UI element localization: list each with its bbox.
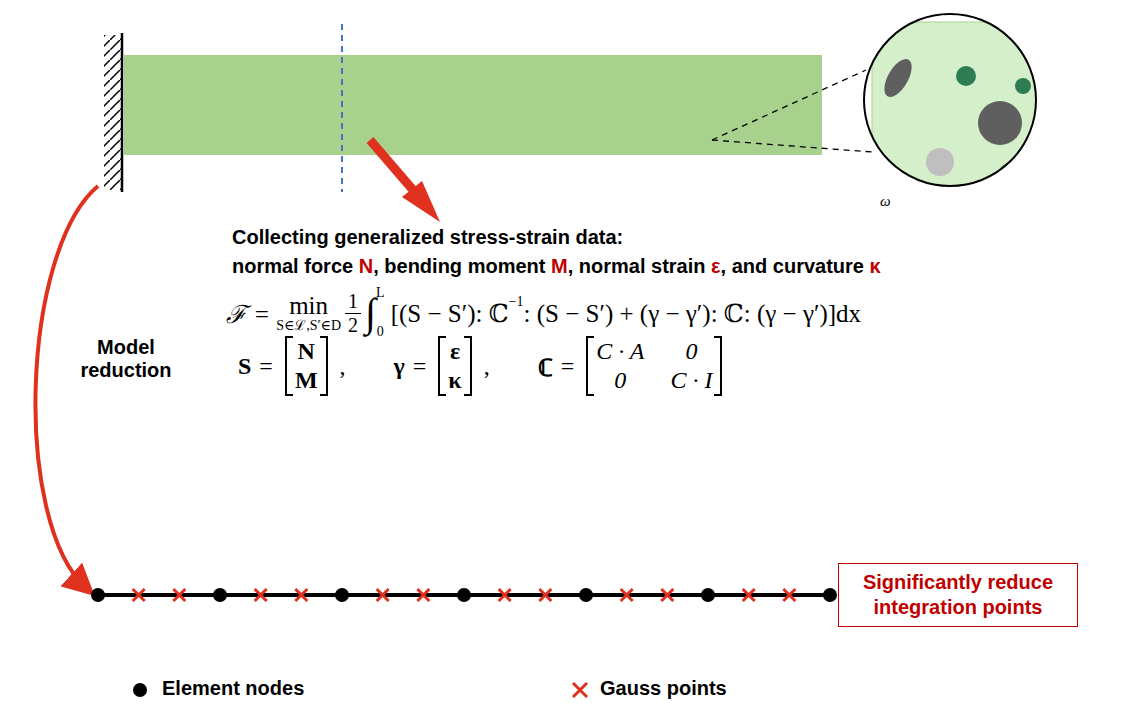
- gauss-point: [499, 589, 511, 601]
- wall-line: [121, 33, 124, 192]
- fraction-bar: [345, 313, 361, 314]
- operator: =: [259, 353, 273, 380]
- formula-operator: min: [289, 293, 328, 319]
- element-node: [701, 588, 715, 602]
- section-line: [341, 24, 343, 192]
- matrix-bracket: C · A00C · I: [586, 336, 722, 396]
- matrix-entry: ε: [448, 338, 461, 365]
- gauss-point: [621, 589, 633, 601]
- operator: ,: [340, 353, 346, 380]
- matrix-bracket: NM: [285, 336, 328, 396]
- side-label: Model reduction: [76, 336, 176, 382]
- gauss-point: [377, 589, 389, 601]
- matrix-entry: κ: [448, 367, 461, 394]
- formula-symbol: ℱ =: [226, 296, 270, 330]
- rve-symbol: ω: [880, 193, 891, 209]
- gauss-point: [295, 589, 307, 601]
- lower-limit: 0: [377, 325, 384, 340]
- matrix-entry: C · A: [596, 338, 644, 365]
- legend-text: Gauss points: [600, 677, 727, 699]
- legend-node-sample: [133, 683, 147, 697]
- element-node: [213, 588, 227, 602]
- gauss-point: [173, 589, 185, 601]
- symbol-text: N: [359, 255, 373, 277]
- rve-label: ω: [880, 193, 891, 210]
- legend-gauss-sample: [573, 683, 587, 697]
- zoom-circle: [864, 14, 1036, 186]
- legend-entry: Gauss points: [600, 677, 727, 700]
- matrix-entry: N: [295, 338, 318, 365]
- callout-box: Significantly reduce integration points: [838, 563, 1078, 627]
- formula-denominator: 2: [348, 315, 358, 336]
- zoom-line: [712, 70, 866, 140]
- wall-hatch: [104, 35, 122, 190]
- element-node: [335, 588, 349, 602]
- microstructure: [872, 22, 1040, 188]
- heading-line: normal force N, bending moment M, normal s…: [232, 255, 881, 278]
- formula-subscript: S∈ℒ,S′∈D: [276, 319, 341, 334]
- matrix-bracket: εκ: [438, 336, 471, 396]
- symbol-text: ε: [711, 255, 721, 277]
- gauss-point: [417, 589, 429, 601]
- legend-text: Element nodes: [162, 677, 304, 699]
- heading-line: Collecting generalized stress-strain dat…: [232, 226, 623, 249]
- matrix-symbol: ℂ: [538, 350, 553, 383]
- reduction-arrow: [35, 186, 98, 588]
- matrix-entry: 0: [670, 338, 712, 365]
- formula-superscript: −1: [509, 294, 524, 310]
- matrix-entry: 0: [596, 367, 644, 394]
- heading-text: Collecting generalized stress-strain dat…: [232, 226, 623, 248]
- formula-term: : (S − S′) + (γ − γ′): ℂ: (γ − γ′)]dx: [524, 299, 862, 328]
- operator: =: [561, 353, 575, 380]
- formula-numerator: 1: [348, 291, 358, 312]
- element-node: [823, 588, 837, 602]
- side-label-text: Model reduction: [80, 336, 171, 381]
- element-node: [579, 588, 593, 602]
- matrix-entry: C · I: [670, 367, 712, 394]
- gauss-point: [661, 589, 673, 601]
- element-points: [91, 588, 837, 602]
- element-node: [91, 588, 105, 602]
- element-node: [457, 588, 471, 602]
- heading-text: normal force: [232, 255, 353, 277]
- symbol-text: κ: [870, 255, 881, 277]
- gauss-point: [743, 589, 755, 601]
- gauss-point: [539, 589, 551, 601]
- matrix-definitions: S=NM,γ=εκ,ℂ=C · A00C · I: [238, 336, 726, 396]
- formula-term: [(S − S′): ℂ: [391, 299, 509, 328]
- matrix-entry: M: [295, 367, 318, 394]
- heading-text: , bending moment: [373, 255, 545, 277]
- operator: =: [413, 353, 427, 380]
- formula: ℱ = minS∈ℒ,S′∈D 1 2 ∫L 0 [(S − S′): ℂ−1: (S − …: [226, 286, 861, 340]
- red-arrowhead: [402, 181, 440, 222]
- gauss-point: [783, 589, 795, 601]
- upper-limit: L: [376, 286, 385, 301]
- gauss-point: [255, 589, 267, 601]
- zoom-line: [712, 140, 872, 152]
- heading-text: , normal strain: [568, 255, 706, 277]
- legend-entry: Element nodes: [162, 677, 304, 700]
- matrix-symbol: S: [238, 353, 251, 380]
- callout-text: Significantly reduce integration points: [849, 570, 1067, 620]
- operator: ,: [484, 353, 490, 380]
- symbol-text: M: [551, 255, 568, 277]
- integral-sign: ∫: [365, 293, 376, 333]
- red-arrow: [370, 140, 413, 190]
- matrix-symbol: γ: [394, 353, 405, 380]
- gauss-point: [133, 589, 145, 601]
- heading-text: , and curvature: [721, 255, 864, 277]
